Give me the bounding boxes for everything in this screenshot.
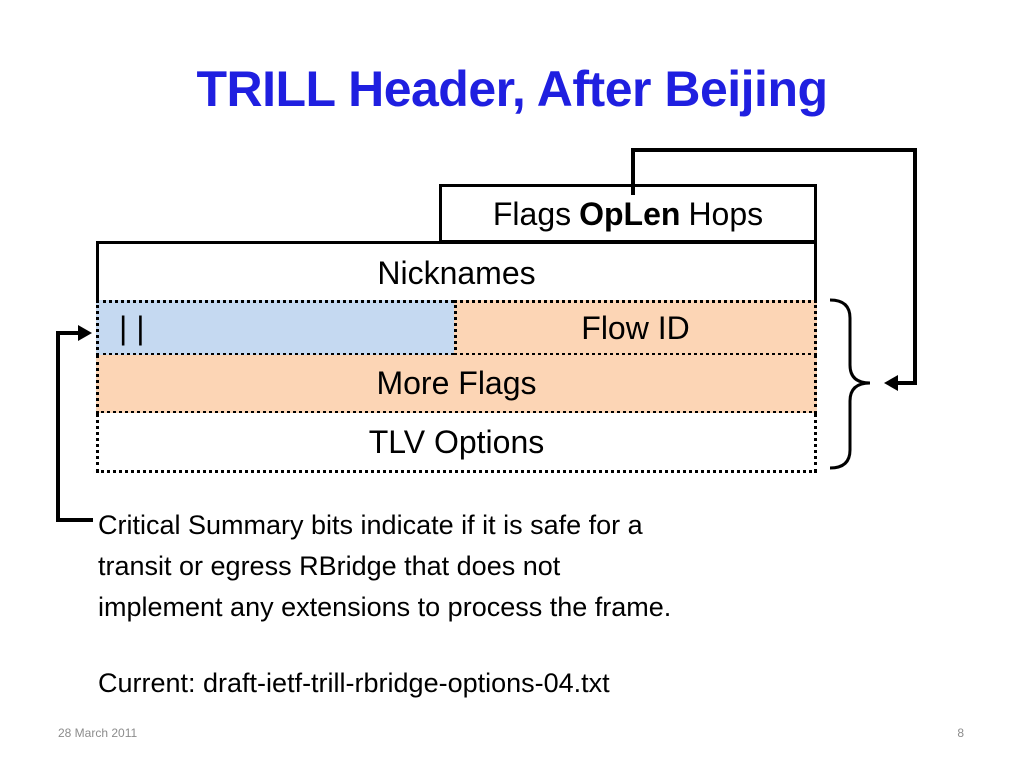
- flags-oplen-hops-field: Flags OpLen Hops: [439, 184, 817, 243]
- slide-title: TRILL Header, After Beijing: [196, 61, 828, 117]
- flow-id-label: Flow ID: [581, 310, 690, 346]
- options-brace: [829, 298, 871, 470]
- description-line: transit or egress RBridge that does not: [98, 551, 561, 581]
- oplen-arrowhead: [884, 375, 898, 391]
- tlv-options-label: TLV Options: [368, 423, 545, 460]
- flow-id-field: Flow ID: [454, 300, 817, 356]
- critical-summary-field: | |: [96, 300, 454, 356]
- critical-summary-arrowhead: [78, 325, 92, 341]
- hops-label: Hops: [688, 195, 764, 232]
- nicknames-field: Nicknames: [96, 241, 817, 301]
- nicknames-label: Nicknames: [377, 254, 536, 291]
- oplen-arrow: [631, 148, 917, 385]
- description-line: implement any extensions to process the …: [98, 592, 672, 622]
- tlv-options-field: TLV Options: [96, 413, 817, 473]
- more-flags-field: More Flags: [96, 355, 817, 414]
- oplen-label: OpLen: [579, 195, 681, 232]
- page-number: 8: [957, 726, 964, 740]
- critical-summary-arrow: [56, 331, 93, 522]
- current-draft-reference: Current: draft-ietf-trill-rbridge-option…: [98, 668, 610, 698]
- more-flags-label: More Flags: [376, 365, 537, 401]
- footer-date: 28 March 2011: [58, 726, 138, 740]
- critical-summary-description: Critical Summary bits indicate if it is …: [98, 505, 858, 628]
- critical-summary-label: | |: [119, 310, 145, 346]
- description-line: Critical Summary bits indicate if it is …: [98, 510, 643, 540]
- flags-label: Flags: [492, 195, 572, 232]
